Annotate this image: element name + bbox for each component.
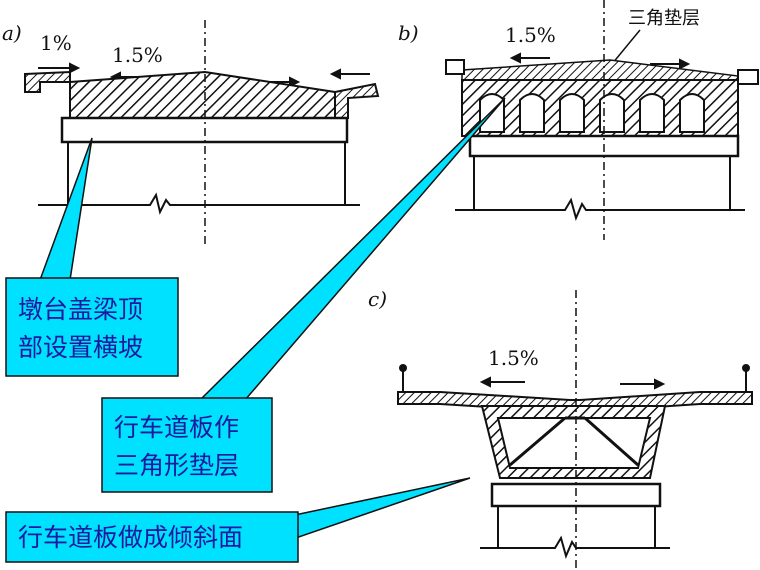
panel-c-ground-break [480,535,670,560]
panel-b-slope-main: 1.5% [505,23,556,47]
panel-a-slope-main: 1.5% [112,43,163,67]
panel-a-left-curb [24,70,71,93]
callout-1-line-1: 墩台盖梁顶 [18,295,143,324]
panel-b-ground-break [455,197,745,222]
panel-b: b) 1.5% 三角垫层 [398,0,759,240]
panel-b-letter: b) [398,21,419,45]
panel-b-triangle-layer [461,59,739,81]
panel-c-slope-main: 1.5% [488,346,539,370]
panel-c: c) 1.5% [368,287,753,570]
panel-b-slope-arrows [509,52,691,70]
panel-a: a) 1% 1.5% [2,20,380,245]
callout-1: 墩台盖梁顶 部设置横坡 [5,137,179,377]
callout-3-line-1: 行车道板做成倾斜面 [18,523,243,552]
panel-b-box-girder [461,79,739,137]
callout-3: 行车道板做成倾斜面 [5,477,471,563]
panel-c-railings [399,364,750,392]
panel-c-deck [397,391,753,413]
callout-2-line-1: 行车道板作 [114,413,239,442]
panel-c-bracing [509,416,639,467]
panel-b-label-leader [611,29,641,65]
panel-c-slope-arrows [479,376,666,390]
callout-1-line-2: 部设置横坡 [18,333,143,362]
panel-a-letter: a) [2,21,22,45]
panel-b-layer-label: 三角垫层 [628,8,700,29]
panel-a-right-curb [334,82,380,119]
panel-a-ground-break [38,192,360,215]
panel-a-deck [69,70,336,119]
panel-a-slope-left: 1% [40,31,72,55]
callout-2: 行车道板作 三角形垫层 [101,97,506,493]
panel-c-letter: c) [368,287,387,311]
callout-2-line-2: 三角形垫层 [114,451,239,480]
